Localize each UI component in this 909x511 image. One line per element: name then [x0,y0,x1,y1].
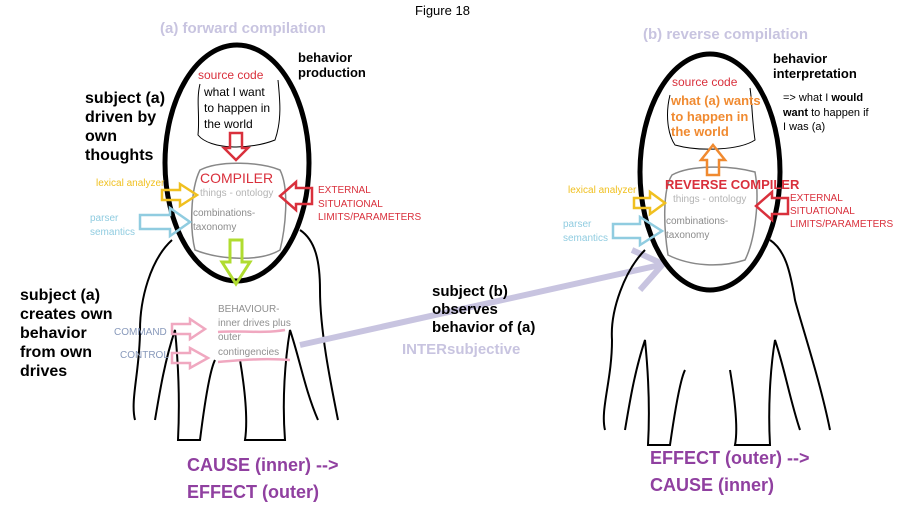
right-arrow-icon [170,316,208,342]
right-body-outline [602,239,831,446]
reverse-compiler-label: REVERSE COMPILER [665,177,800,192]
left-compiler-cloud [190,162,287,259]
left-subject-behavior: subject (a) creates own behavior from ow… [20,287,112,380]
right-role-line2: interpretation [773,66,857,81]
right-ontology: things - ontology [673,194,746,205]
right-lexical-label: lexical analyzer [568,185,637,196]
right-arrow-icon [138,205,193,239]
left-heading: (a) forward compilation [160,20,326,37]
right-arrow-icon [611,214,665,248]
observer-text: behavior of (a) [432,319,535,336]
right-source-text: what (a) wants [670,93,761,108]
down-arrow-icon [219,238,253,287]
left-taxonomy: combinations- [193,208,255,219]
right-parser-label: semantics [563,233,608,244]
left-external-text: LIMITS/PARAMETERS [318,212,421,223]
left-subject-thoughts: subject (a) driven by own thoughts [85,90,165,164]
command-label: COMMAND [114,327,167,338]
text-line: creates own [20,306,112,323]
down-arrow-icon [220,131,252,162]
figure-title: Figure 18 [415,3,470,18]
left-source-code-label: source code [198,68,264,82]
interpretation-line1: => what I would [783,92,863,104]
text-line: behavior [20,325,87,342]
left-arrow-icon [278,179,314,213]
interpretation-line2: want to happen if [782,107,870,119]
control-label: CONTROL [120,350,169,361]
left-figure: (a) forward compilation behavior product… [20,20,421,502]
left-compiler-label: COMPILER [200,170,273,186]
effect-cause-line: EFFECT (outer) --> [650,448,810,468]
right-taxonomy: taxonomy [666,230,709,241]
right-taxonomy: combinations- [666,216,728,227]
text-line: own [85,128,117,145]
left-ontology: things - ontology [200,188,273,199]
right-compiler-cloud [664,166,758,266]
right-arrow-icon [632,189,668,217]
right-arrow-icon [170,345,211,371]
left-thought-cloud [197,79,281,148]
left-source-text: what I want [203,85,265,99]
left-external-text: EXTERNAL [318,185,371,196]
right-source-text: to happen in [671,109,748,124]
right-arrow-icon [160,181,200,209]
right-source-text: the world [671,124,729,139]
intersubjective-label: INTERsubjective [402,341,520,358]
observation-arrow-line [299,262,661,348]
left-role-line1: behavior [298,50,352,65]
text-span-bold: would [830,92,863,104]
right-parser-label: parser [563,219,592,230]
left-taxonomy: taxonomy [193,222,236,233]
cause-effect-line: EFFECT (outer) [187,482,319,502]
behaviour-text: BEHAVIOUR- [218,304,280,315]
right-role-line1: behavior [773,51,827,66]
up-arrow-icon [698,142,728,177]
observer-text: observes [432,301,498,318]
right-external-text: EXTERNAL [790,193,843,204]
text-span-bold: want [782,107,808,119]
text-line: driven by [85,109,156,126]
left-arrow-icon [754,189,790,223]
left-lexical-label: lexical analyzer [96,178,165,189]
left-parser-label: semantics [90,227,135,238]
text-span: to happen if [808,107,869,119]
right-figure: (b) reverse compilation behavior interpr… [563,26,893,495]
text-line: drives [20,363,67,380]
text-line: thoughts [85,147,154,164]
right-external-text: LIMITS/PARAMETERS [790,219,893,230]
text-line: subject (a) [20,287,100,304]
behaviour-text: outer [218,332,241,343]
left-source-text: the world [204,117,253,131]
text-line: subject (a) [85,90,165,107]
effect-cause-line: CAUSE (inner) [650,475,774,495]
cause-effect-line: CAUSE (inner) --> [187,455,339,475]
observer-text: subject (b) [432,283,508,300]
right-head-outline [637,51,783,293]
left-external-text: SITUATIONAL [318,199,383,210]
right-heading: (b) reverse compilation [643,26,808,43]
pink-underline [217,328,291,364]
right-source-code-label: source code [672,75,738,89]
left-body-outline [132,229,339,441]
left-source-text: to happen in [204,101,270,115]
left-role-line2: production [298,65,366,80]
right-thought-cloud [667,87,756,150]
text-line: from own [20,344,92,361]
interpretation-line3: I was (a) [783,121,825,133]
right-external-text: SITUATIONAL [790,206,855,217]
arrowhead-icon [630,247,668,292]
text-span: => what I [783,92,831,104]
behaviour-text: contingencies [218,347,279,358]
left-parser-label: parser [90,213,119,224]
intersubjective-link: subject (b) observes behavior of (a) INT… [299,247,668,358]
behaviour-text: inner drives plus [218,318,291,329]
